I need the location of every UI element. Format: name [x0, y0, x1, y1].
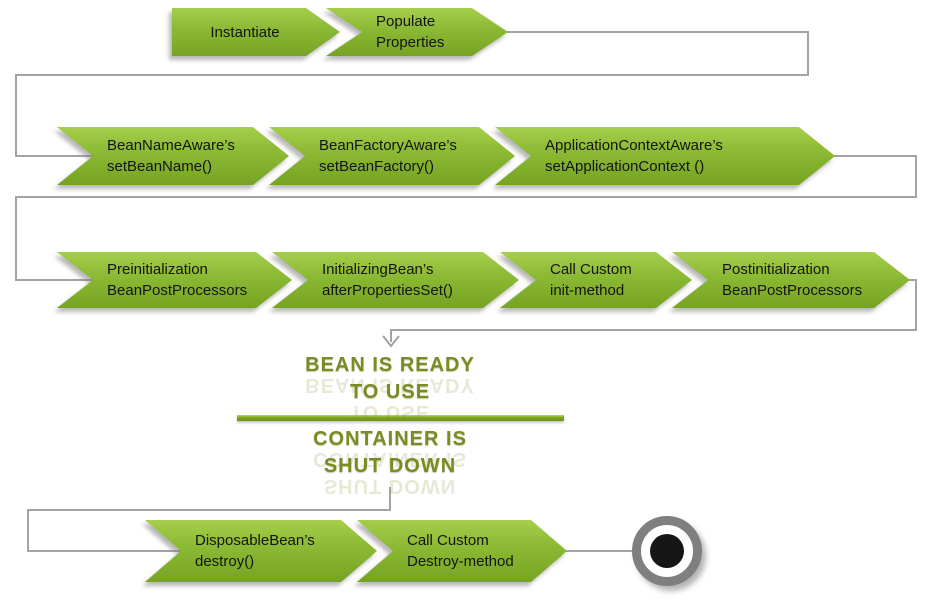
down-arrowhead-icon [382, 335, 400, 348]
step-label-line: afterPropertiesSet() [322, 282, 453, 299]
step-label: Call Custom Destroy-method [357, 530, 514, 572]
banner-text: BEAN IS READY [305, 354, 475, 376]
step-label-line: BeanNameAware’s [107, 137, 235, 154]
arrow-shape: Call Custom Destroy-method [357, 520, 567, 582]
final-state-inner-dot-icon [650, 534, 684, 568]
arrow-shape: DisposableBean’s destroy() [145, 520, 377, 582]
divider-line [237, 415, 564, 421]
step-label: ApplicationContextAware’s setApplication… [495, 135, 723, 177]
step-label-line: Postinitialization [722, 261, 830, 278]
step-call-custom-init: Call Custom init-method [500, 252, 692, 308]
step-label-line: destroy() [195, 553, 255, 570]
step-set-bean-factory: BeanFactoryAware’s setBeanFactory() [269, 127, 515, 185]
step-label: Instantiate [210, 22, 301, 43]
arrow-shape: Call Custom init-method [500, 252, 692, 308]
banner-text: SHUT DOWN [323, 455, 457, 477]
step-label-line: setBeanName() [107, 158, 213, 175]
arrow-shape: Populate Properties [326, 8, 508, 56]
arrow-shape: ApplicationContextAware’s setApplication… [495, 127, 835, 185]
arrow-shape: BeanFactoryAware’s setBeanFactory() [269, 127, 515, 185]
step-set-application-context: ApplicationContextAware’s setApplication… [495, 127, 835, 185]
step-label-line: Destroy-method [407, 553, 514, 570]
arrow-shape: BeanNameAware’s setBeanName() [57, 127, 289, 185]
arrow-shape: Preinitialization BeanPostProcessors [57, 252, 292, 308]
step-label: BeanFactoryAware’s setBeanFactory() [269, 135, 457, 177]
step-populate-properties: Populate Properties [326, 8, 508, 56]
step-label-line: ApplicationContextAware’s [545, 137, 723, 154]
step-label-line: BeanFactoryAware’s [319, 137, 457, 154]
step-disposable-destroy: DisposableBean’s destroy() [145, 520, 377, 582]
connector-row2-to-row3 [15, 155, 917, 281]
arrow-shape: Instantiate [172, 8, 340, 56]
step-after-properties-set: InitializingBean’s afterPropertiesSet() [272, 252, 519, 308]
step-label: Populate Properties [326, 11, 444, 53]
step-label-line: setBeanFactory() [319, 158, 435, 175]
step-label: InitializingBean’s afterPropertiesSet() [272, 259, 453, 301]
step-postinit-beanpostprocessors: Postinitialization BeanPostProcessors [672, 252, 910, 308]
step-set-bean-name: BeanNameAware’s setBeanName() [57, 127, 289, 185]
step-label-line: Call Custom [550, 261, 632, 278]
step-label-line: Preinitialization [107, 261, 208, 278]
step-call-custom-destroy: Call Custom Destroy-method [357, 520, 567, 582]
final-state-node [632, 516, 702, 586]
banner-line: CONTAINER IS CONTAINER IS [190, 428, 590, 470]
step-label: Postinitialization BeanPostProcessors [672, 259, 862, 301]
step-label-line: Properties [376, 34, 445, 51]
step-label: DisposableBean’s destroy() [145, 530, 315, 572]
banner-line: TO USE TO USE [190, 381, 590, 423]
step-label-line: init-method [550, 282, 625, 299]
connector-row3-to-banner [390, 279, 917, 342]
step-preinit-beanpostprocessors: Preinitialization BeanPostProcessors [57, 252, 292, 308]
step-label: Call Custom init-method [500, 259, 632, 301]
banner-line: SHUT DOWN SHUT DOWN [190, 455, 590, 497]
step-label-line: DisposableBean’s [195, 532, 315, 549]
step-label-line: InitializingBean’s [322, 261, 434, 278]
banner-line: BEAN IS READY BEAN IS READY [190, 354, 590, 396]
step-label-line: setApplicationContext () [545, 158, 705, 175]
connector-banner-to-row4 [27, 487, 391, 552]
arrow-shape: Postinitialization BeanPostProcessors [672, 252, 910, 308]
step-label: Preinitialization BeanPostProcessors [57, 259, 247, 301]
container-shutdown-text: CONTAINER IS CONTAINER IS SHUT DOWN SHUT… [190, 428, 590, 497]
step-label-line: Call Custom [407, 532, 489, 549]
bean-ready-text: BEAN IS READY BEAN IS READY TO USE TO US… [190, 354, 590, 423]
connector-row1-to-row2 [15, 31, 809, 157]
step-label-line: Instantiate [210, 23, 280, 41]
step-label-line: Populate [376, 13, 436, 30]
step-label-line: BeanPostProcessors [107, 282, 248, 299]
step-instantiate: Instantiate [172, 8, 340, 56]
banner-text: CONTAINER IS [313, 428, 467, 450]
step-label: BeanNameAware’s setBeanName() [57, 135, 235, 177]
arrow-shape: InitializingBean’s afterPropertiesSet() [272, 252, 519, 308]
step-label-line: BeanPostProcessors [722, 282, 863, 299]
banner-text: TO USE [349, 381, 431, 403]
